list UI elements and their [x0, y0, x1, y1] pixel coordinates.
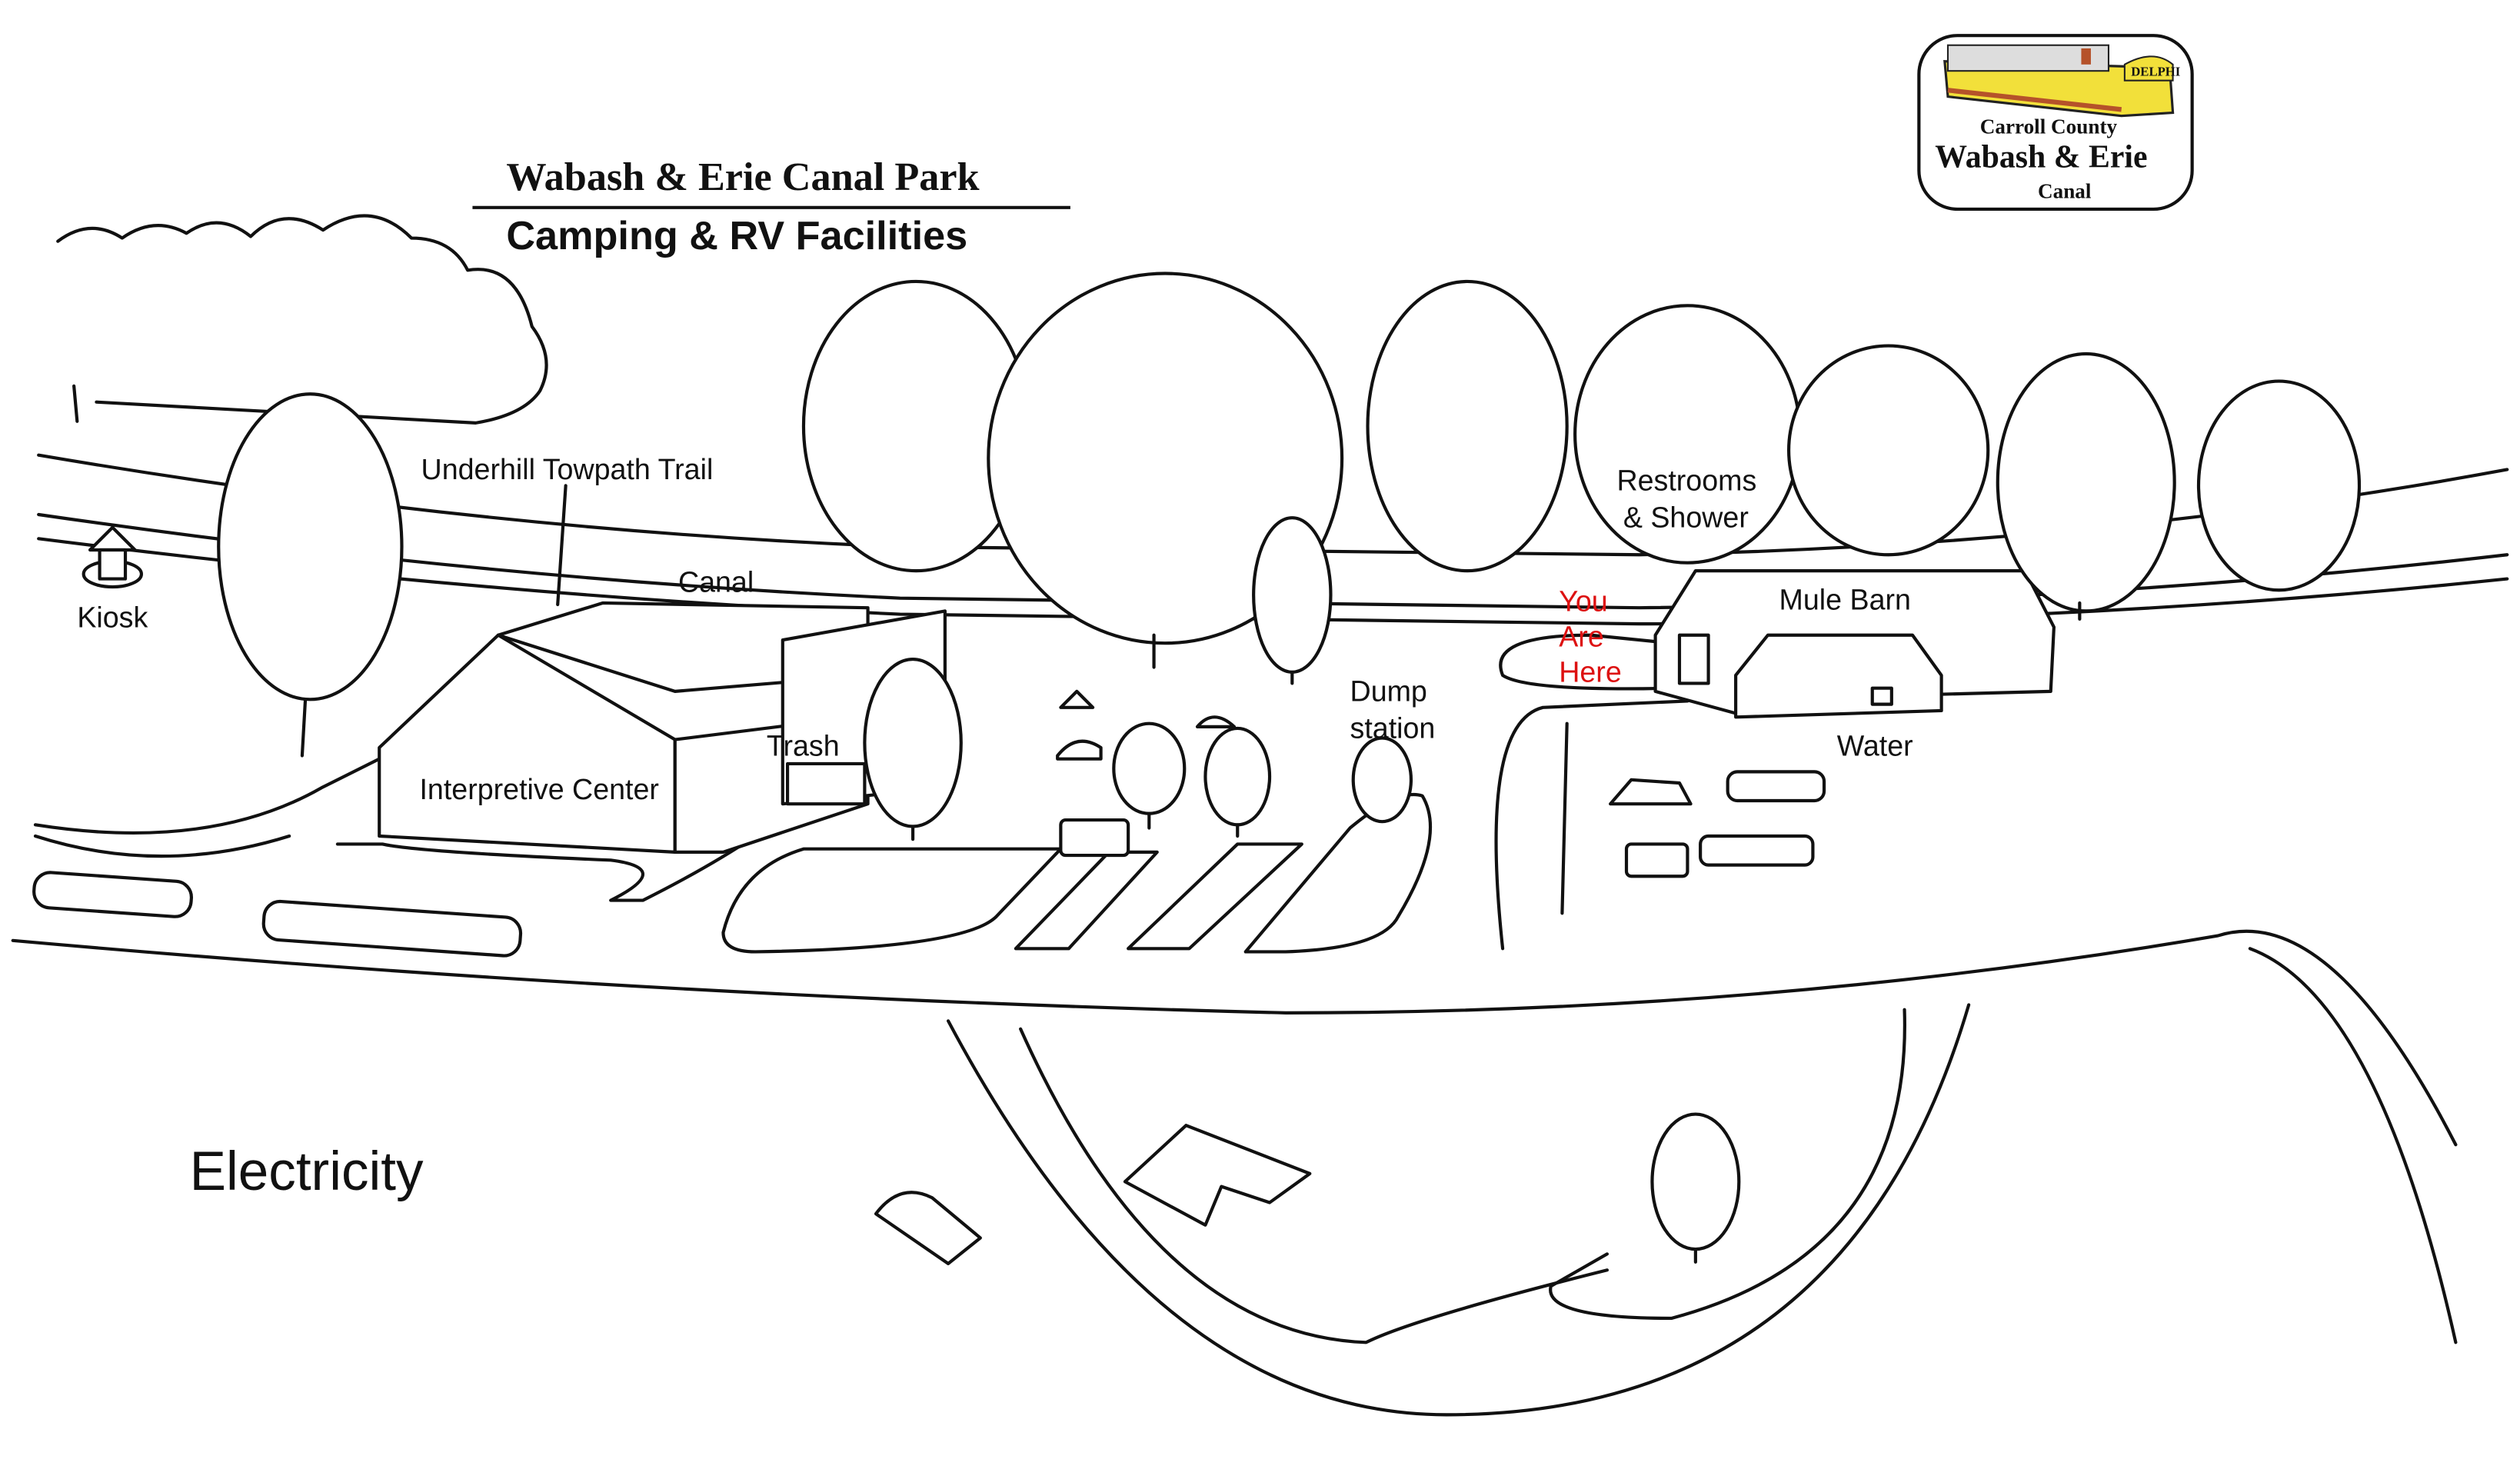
label-mule-barn: Mule Barn [1779, 583, 1911, 615]
tree-icon [987, 272, 1344, 669]
tree-icon [1650, 1112, 1741, 1264]
truck-icon [1699, 834, 1815, 867]
trees [217, 272, 2362, 1264]
tree-icon [2196, 379, 2362, 592]
label-shower: & Shower [1623, 501, 1749, 534]
tent-icon [1609, 778, 1693, 806]
map-title: Wabash & Erie Canal Park [506, 155, 979, 199]
tree-icon [1786, 344, 1990, 557]
logo-line2: Wabash & Erie [1935, 140, 2147, 175]
label-towpath: Underhill Towpath Trail [421, 453, 714, 485]
parking-area [1494, 699, 1689, 951]
logo-line1: Carroll County [1980, 115, 2118, 138]
label-trash: Trash [767, 729, 840, 761]
background-hedge [56, 214, 548, 425]
tree-icon [1112, 721, 1187, 830]
tree-icon [1203, 726, 1272, 838]
interpretive-center-building [378, 601, 947, 854]
tree-icon [1996, 352, 2176, 621]
map-labels: Underhill Towpath Trail Kiosk Canal Inte… [77, 453, 1912, 1202]
tent-icon [874, 1191, 982, 1265]
label-canal: Canal [678, 565, 754, 598]
label-you-are-here-2: Are [1559, 620, 1604, 652]
lower-loop-road [946, 1003, 1971, 1417]
label-kiosk: Kiosk [77, 601, 148, 633]
tree-icon [1252, 516, 1333, 685]
campsites [874, 689, 1826, 1265]
tree-icon [1351, 736, 1413, 824]
label-dump-station: Dump [1350, 675, 1427, 707]
mule-barn-building [1653, 569, 2056, 719]
main-road [11, 929, 2458, 1147]
label-you-are-here-3: Here [1559, 655, 1622, 688]
logo-line3: Canal [2038, 179, 2092, 202]
trailer-icon [1624, 842, 1689, 878]
logo-boat-name: DELPHI [2131, 64, 2180, 78]
label-electricity: Electricity [190, 1141, 424, 1202]
label-dump-station-2: station [1350, 712, 1436, 745]
tree-icon [217, 392, 404, 758]
carroll-county-canal-logo: DELPHI Carroll County Wabash & Erie Cana… [1917, 34, 2194, 212]
tree-icon [1366, 279, 1569, 573]
map-subtitle: Camping & RV Facilities [506, 214, 967, 258]
label-restrooms: Restrooms [1616, 465, 1756, 497]
kiosk-icon [82, 525, 144, 589]
label-interpretive-center: Interpretive Center [419, 773, 658, 805]
label-water: Water [1837, 729, 1913, 761]
car-icon [1726, 770, 1826, 803]
rv-icon [1059, 818, 1130, 858]
tent-icon [1123, 1124, 1312, 1227]
label-you-are-here: You [1559, 585, 1607, 617]
tree-icon [863, 658, 963, 841]
canal-boat-icon [1943, 44, 2175, 118]
